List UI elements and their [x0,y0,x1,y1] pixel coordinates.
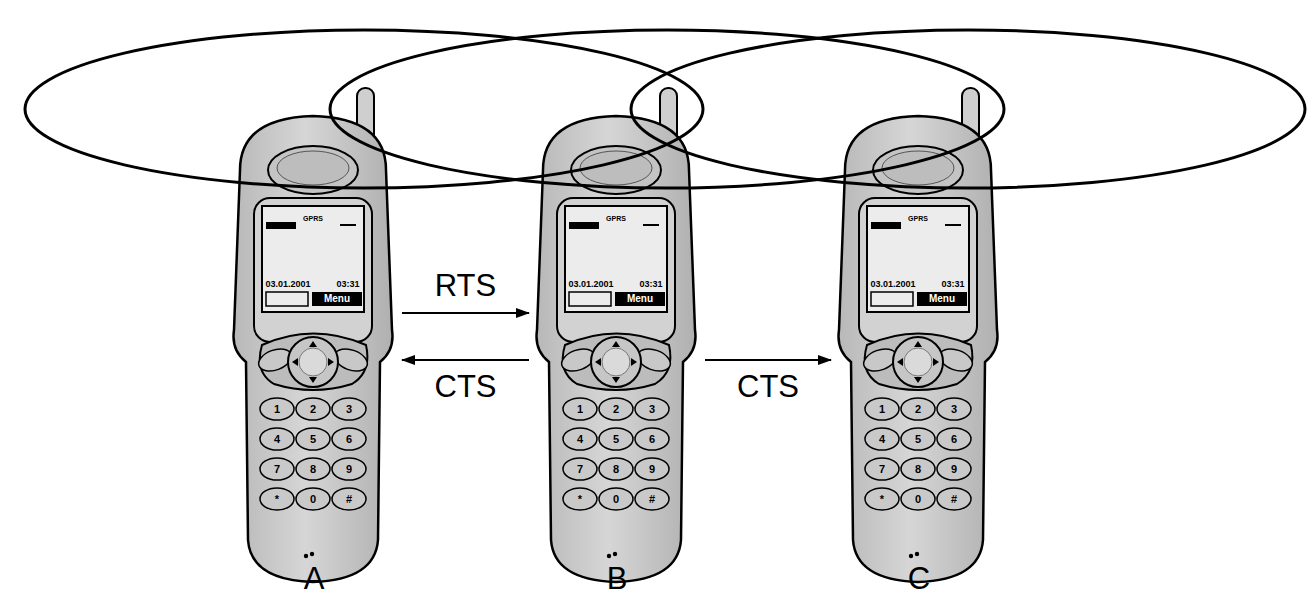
station-label: C [908,562,930,596]
key-digit: 0 [613,494,619,505]
phone-station: B [529,108,705,600]
key-digit: 6 [649,434,655,445]
key-digit: 8 [613,464,619,475]
key-digit: 7 [577,464,583,475]
key-digit: 5 [310,434,316,445]
screen-date: 03.01.2001 [870,280,915,289]
key-digit: * [275,494,279,505]
screen-time: 03:31 [639,280,662,289]
key-digit: # [649,494,655,505]
key-digit: * [578,494,582,505]
signal-arrow [402,359,529,361]
key-digit: 3 [649,404,655,415]
key-digit: 4 [577,434,583,445]
key-digit: 1 [879,404,885,415]
key-digit: 3 [346,404,352,415]
key-digit: 5 [915,434,921,445]
key-digit: 6 [951,434,957,445]
key-digit: 9 [649,464,655,475]
station-label: A [304,562,325,596]
frame-label: CTS [433,370,499,404]
key-digit: 2 [613,404,619,415]
signal-arrow [705,359,831,361]
menu-softkey: Menu [627,294,653,304]
key-digit: 5 [613,434,619,445]
key-digit: 9 [951,464,957,475]
screen-time: 03:31 [336,280,359,289]
screen-date: 03.01.2001 [265,280,310,289]
key-digit: 2 [310,404,316,415]
frame-label: CTS [735,370,801,404]
signal-arrow [402,312,529,314]
frame-label: RTS [433,269,498,303]
key-digit: 1 [577,404,583,415]
key-digit: 7 [274,464,280,475]
key-digit: # [951,494,957,505]
menu-softkey: Menu [324,294,350,304]
screen-date: 03.01.2001 [568,280,613,289]
key-digit: 7 [879,464,885,475]
screen-time: 03:31 [941,280,964,289]
key-digit: # [346,494,352,505]
key-digit: * [880,494,884,505]
key-digit: 4 [879,434,885,445]
menu-softkey: Menu [929,294,955,304]
key-digit: 1 [274,404,280,415]
key-digit: 8 [915,464,921,475]
network-indicator: GPRS [303,215,323,222]
station-label: B [607,562,628,596]
phone-station: A [226,108,402,600]
phone-station: C [831,108,1007,600]
key-digit: 8 [310,464,316,475]
key-digit: 9 [346,464,352,475]
key-digit: 4 [274,434,280,445]
network-indicator: GPRS [606,215,626,222]
key-digit: 6 [346,434,352,445]
key-digit: 3 [951,404,957,415]
key-digit: 2 [915,404,921,415]
key-digit: 0 [310,494,316,505]
network-indicator: GPRS [908,215,928,222]
key-digit: 0 [915,494,921,505]
